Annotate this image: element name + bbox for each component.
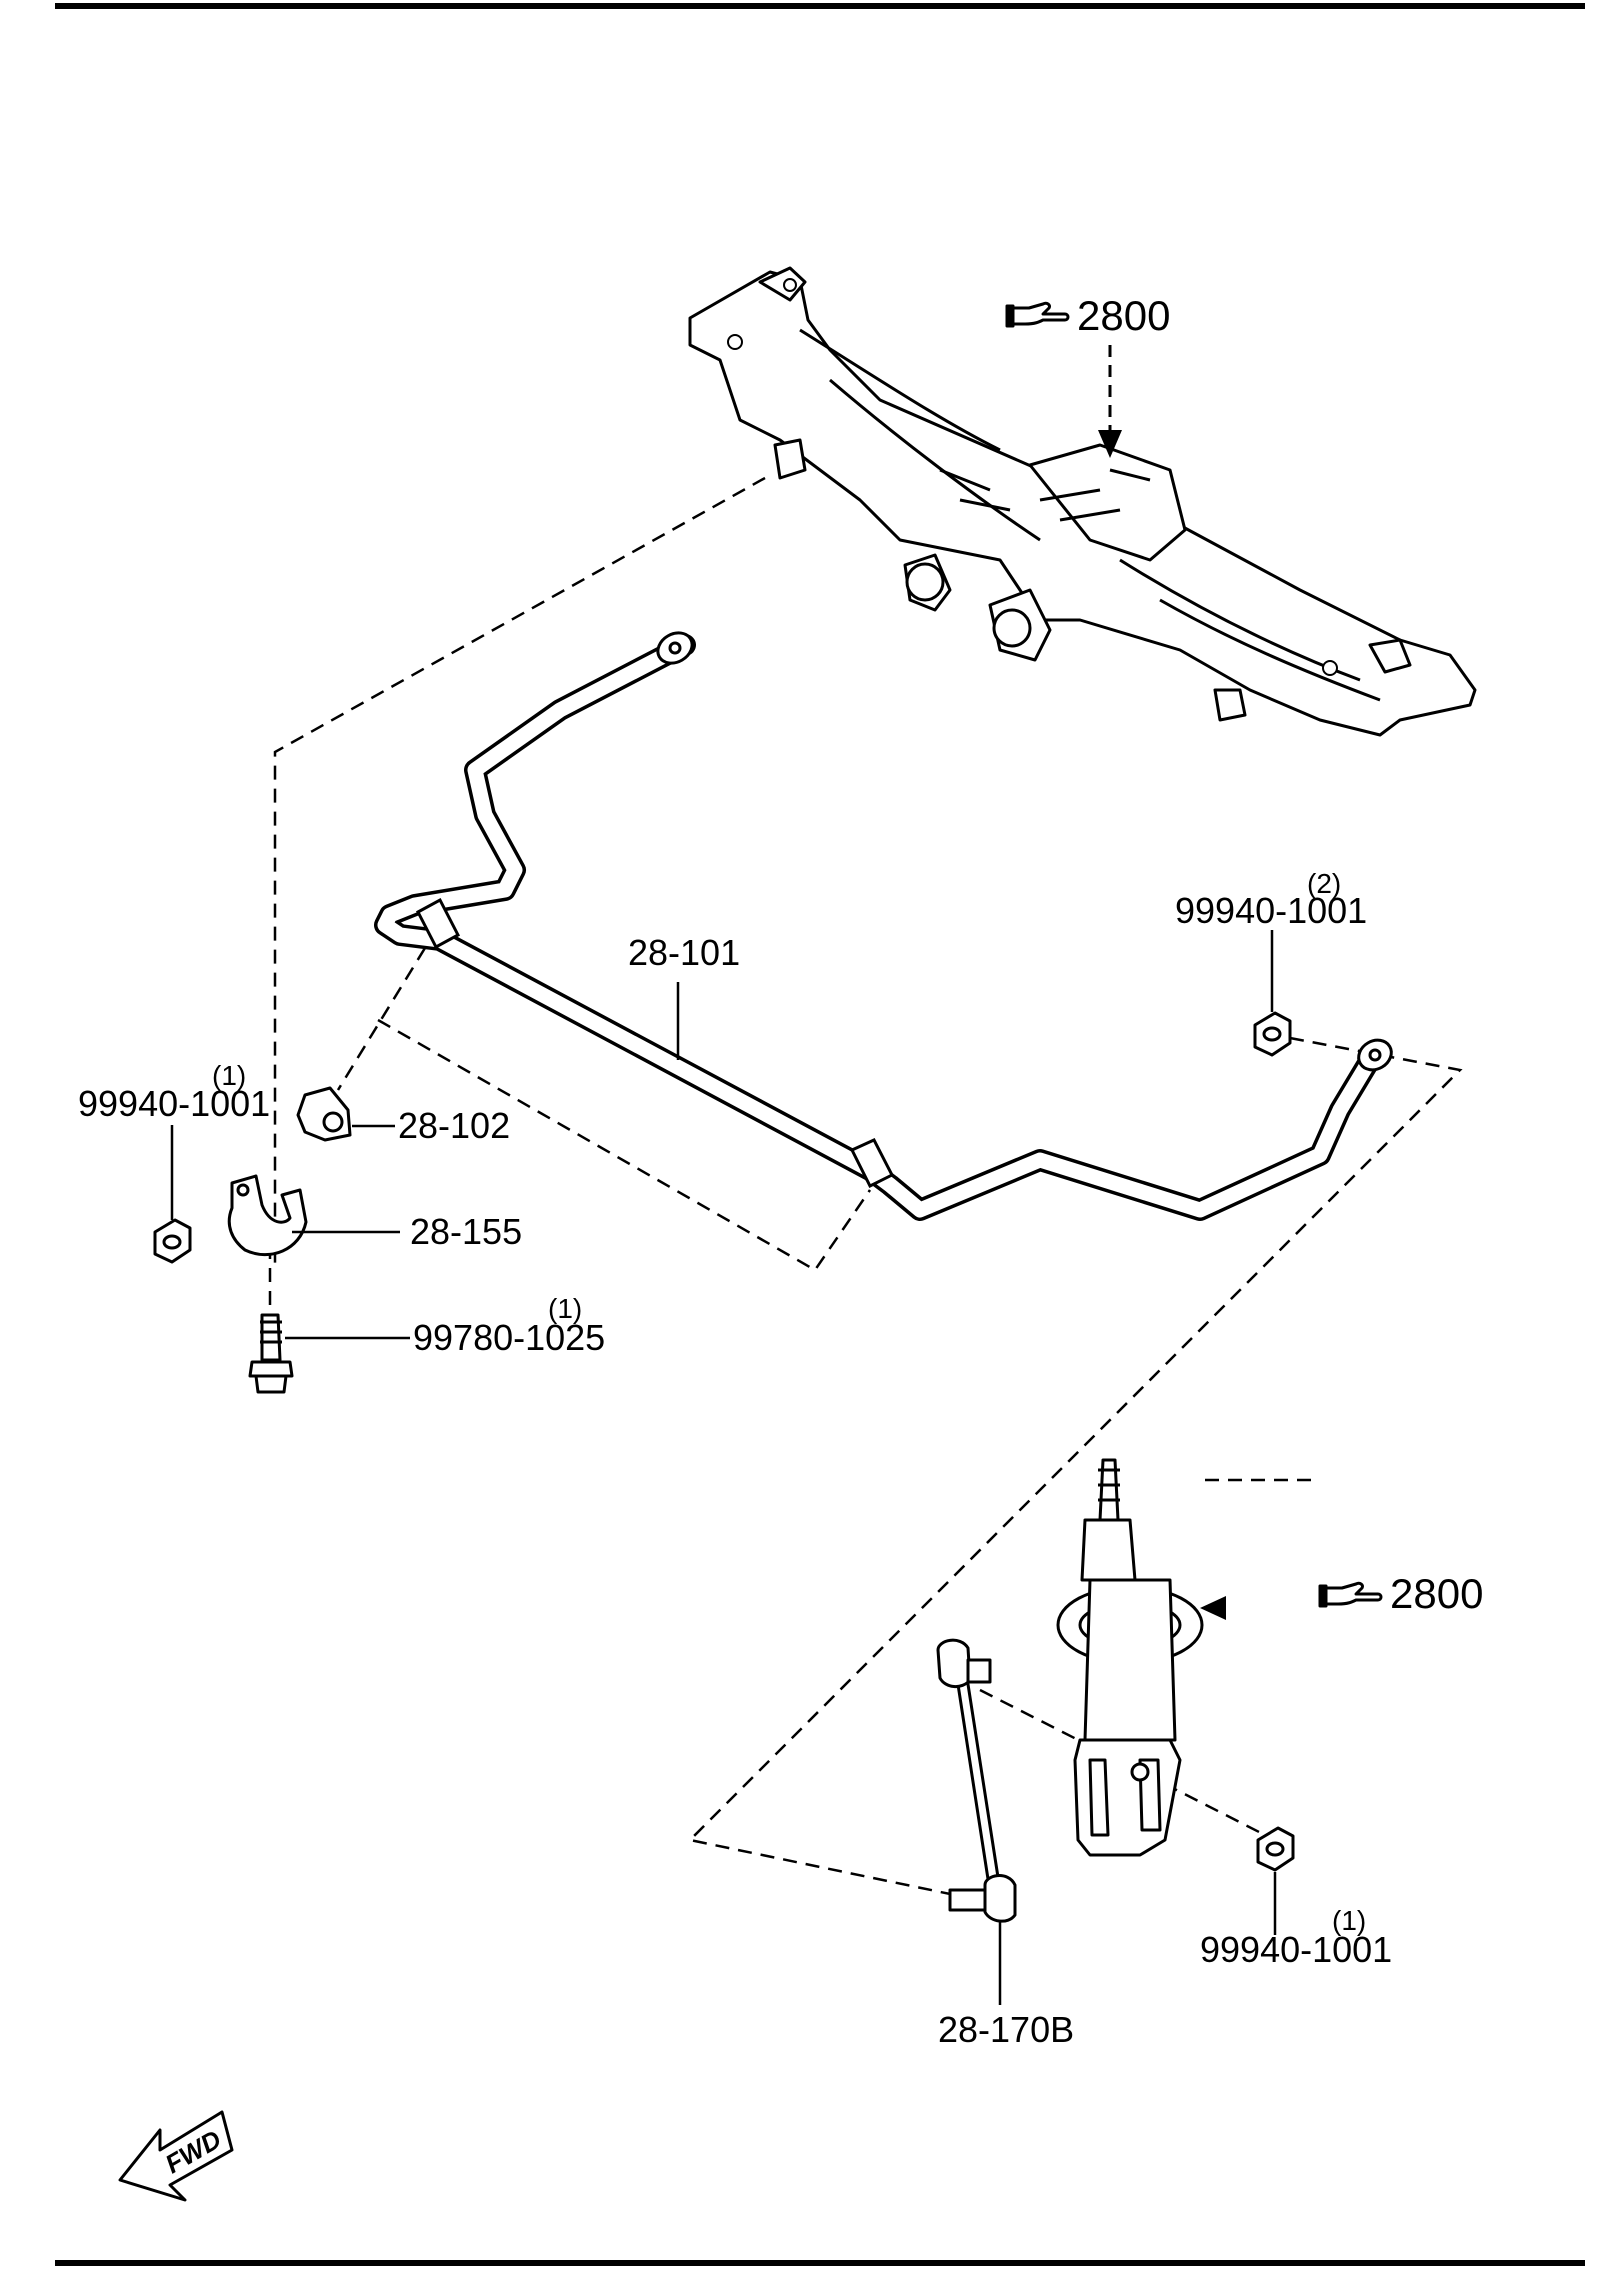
assembly-dashed-lines — [268, 476, 1463, 1897]
bolt-part[interactable]: 99780-1025 — [413, 1317, 605, 1358]
nut-strut-part[interactable]: 99940-1001 — [1200, 1929, 1392, 1970]
crossmember-hole-1 — [727, 334, 743, 350]
strut-ref-label[interactable]: 2800 — [1390, 1570, 1483, 1617]
crossmember-ref-arrowhead — [1098, 430, 1122, 458]
nut-right-qty: (2) — [1307, 868, 1341, 899]
bracket-label[interactable]: 28-155 — [410, 1211, 522, 1252]
control-link-label[interactable]: 28-170B — [938, 2009, 1074, 2050]
crossmember-bushing-1 — [905, 562, 945, 602]
nut-left-qty: (1) — [212, 1060, 246, 1091]
control-link — [936, 1638, 1017, 1923]
bushing — [296, 1086, 352, 1142]
bushing-label[interactable]: 28-102 — [398, 1105, 510, 1146]
crossmember-ref-callout[interactable]: 2800 — [1005, 292, 1170, 339]
pointing-hand-icon — [1005, 301, 1070, 328]
crossmember-hole-2 — [1322, 660, 1338, 676]
strut-ref-arrowhead — [1200, 1596, 1226, 1620]
pointing-hand-icon — [1318, 1581, 1383, 1608]
strut-assembly — [1056, 1458, 1204, 1857]
stabilizer-bar — [374, 634, 1381, 1221]
nut-left — [153, 1218, 192, 1264]
stabilizer-bar-label[interactable]: 28-101 — [628, 932, 740, 973]
fwd-arrow-icon: FWD — [118, 2110, 234, 2202]
bracket — [227, 1174, 308, 1257]
bolt — [248, 1313, 294, 1394]
stabilizer-bar-end-eyes — [656, 631, 1393, 1072]
nut-strut — [1256, 1826, 1295, 1872]
bolt-qty: (1) — [548, 1293, 582, 1324]
crossmember-hole-3 — [783, 278, 797, 292]
crossmember — [688, 266, 1477, 737]
nut-strut-qty: (1) — [1332, 1905, 1366, 1936]
nut-right-part[interactable]: 99940-1001 — [1175, 890, 1367, 931]
bar-bushings-mounted — [415, 897, 895, 1189]
crossmember-ref-label: 2800 — [1077, 292, 1170, 339]
nut-right — [1253, 1011, 1292, 1057]
nut-left-part[interactable]: 99940-1001 — [78, 1083, 270, 1124]
crossmember-bushing-2 — [992, 608, 1032, 648]
